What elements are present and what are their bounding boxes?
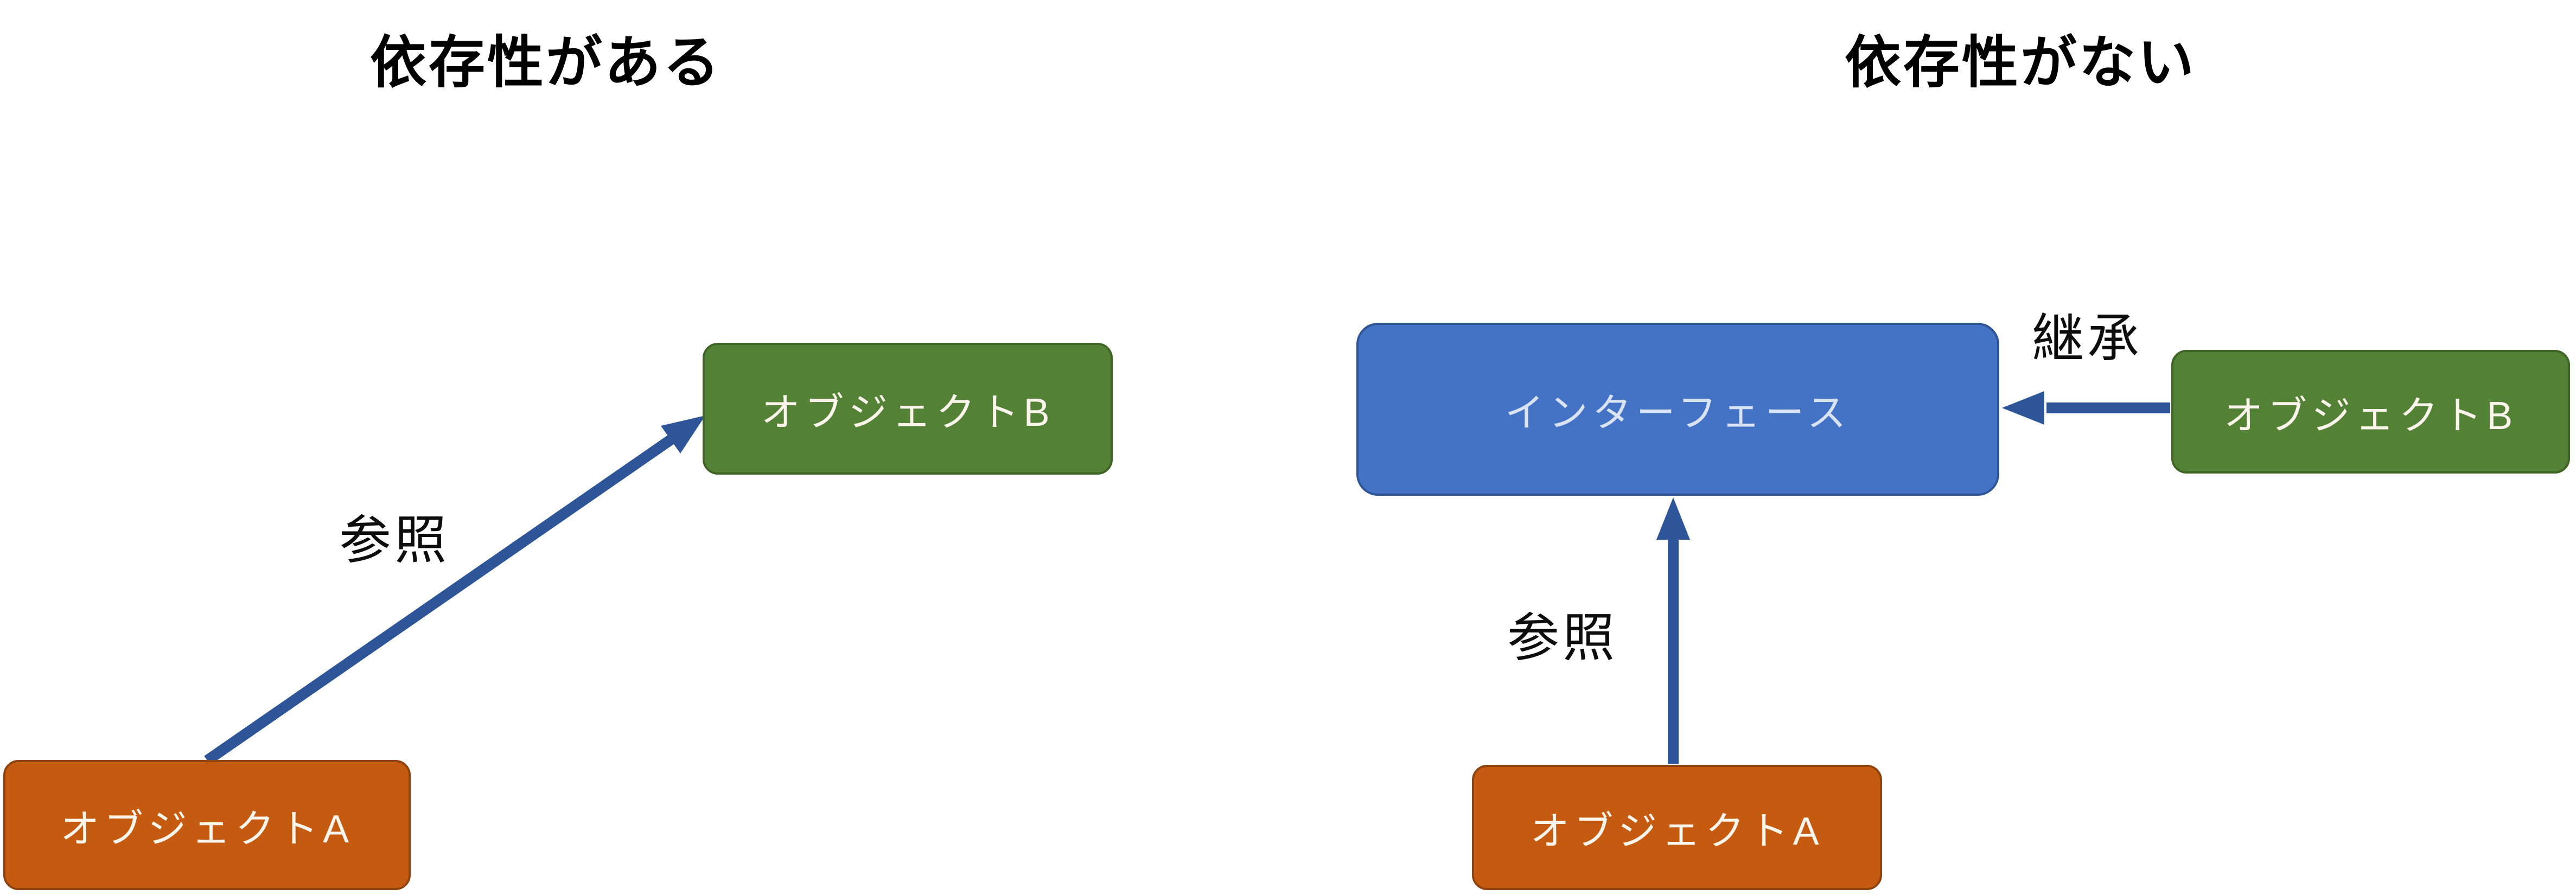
object-a-node-right: オブジェクトA — [1472, 765, 1882, 890]
reference-arrow-label-left: 参照 — [339, 512, 450, 570]
reference-arrow-right — [1656, 497, 1690, 764]
interface-node: インターフェース — [1356, 323, 1999, 496]
object-a-node-left: オブジェクトA — [3, 760, 411, 890]
inheritance-arrow-label: 継承 — [2032, 310, 2143, 368]
reference-arrow-label-right: 参照 — [1507, 609, 1618, 667]
object-b-node-right: オブジェクトB — [2171, 350, 2570, 474]
object-b-node-left: オブジェクトB — [703, 343, 1113, 475]
reference-arrow-left — [204, 415, 705, 765]
right-panel-title: 依存性がない — [1844, 31, 2197, 94]
inheritance-arrow — [2002, 391, 2170, 425]
left-panel-title: 依存性がある — [369, 31, 722, 94]
